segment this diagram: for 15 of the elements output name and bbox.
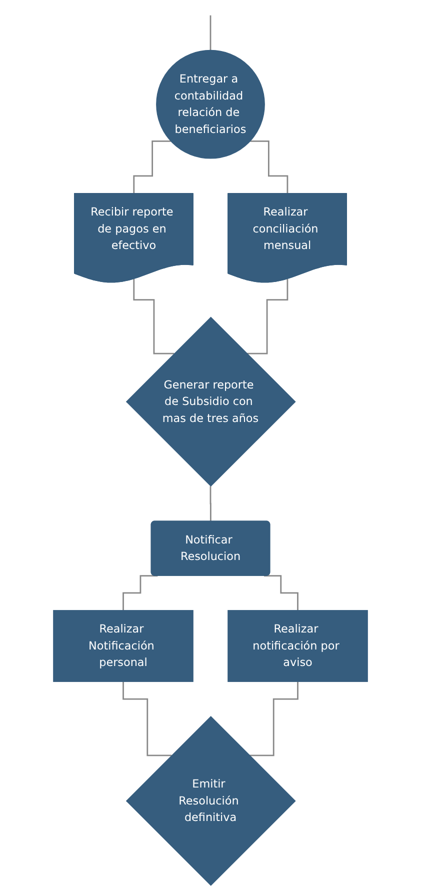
connector bbox=[133, 140, 171, 194]
connector bbox=[133, 278, 174, 354]
connector bbox=[264, 575, 298, 612]
node-circle: Entregar a contabilidad relación de beneficiarios bbox=[156, 50, 265, 159]
connector bbox=[210, 14, 212, 51]
connector bbox=[249, 680, 298, 756]
node-box: Realizar Notificación personal bbox=[53, 610, 194, 682]
connector bbox=[250, 140, 288, 194]
connector bbox=[246, 278, 288, 354]
connector bbox=[210, 485, 212, 522]
connector bbox=[122, 680, 172, 756]
node-diamond: Emitir Resolución definitiva bbox=[126, 716, 296, 886]
node-diamond: Generar reporte de Subsidio con mas de tres años bbox=[126, 316, 296, 487]
connector bbox=[122, 575, 158, 612]
node-box: Realizar notificación por aviso bbox=[228, 610, 368, 682]
